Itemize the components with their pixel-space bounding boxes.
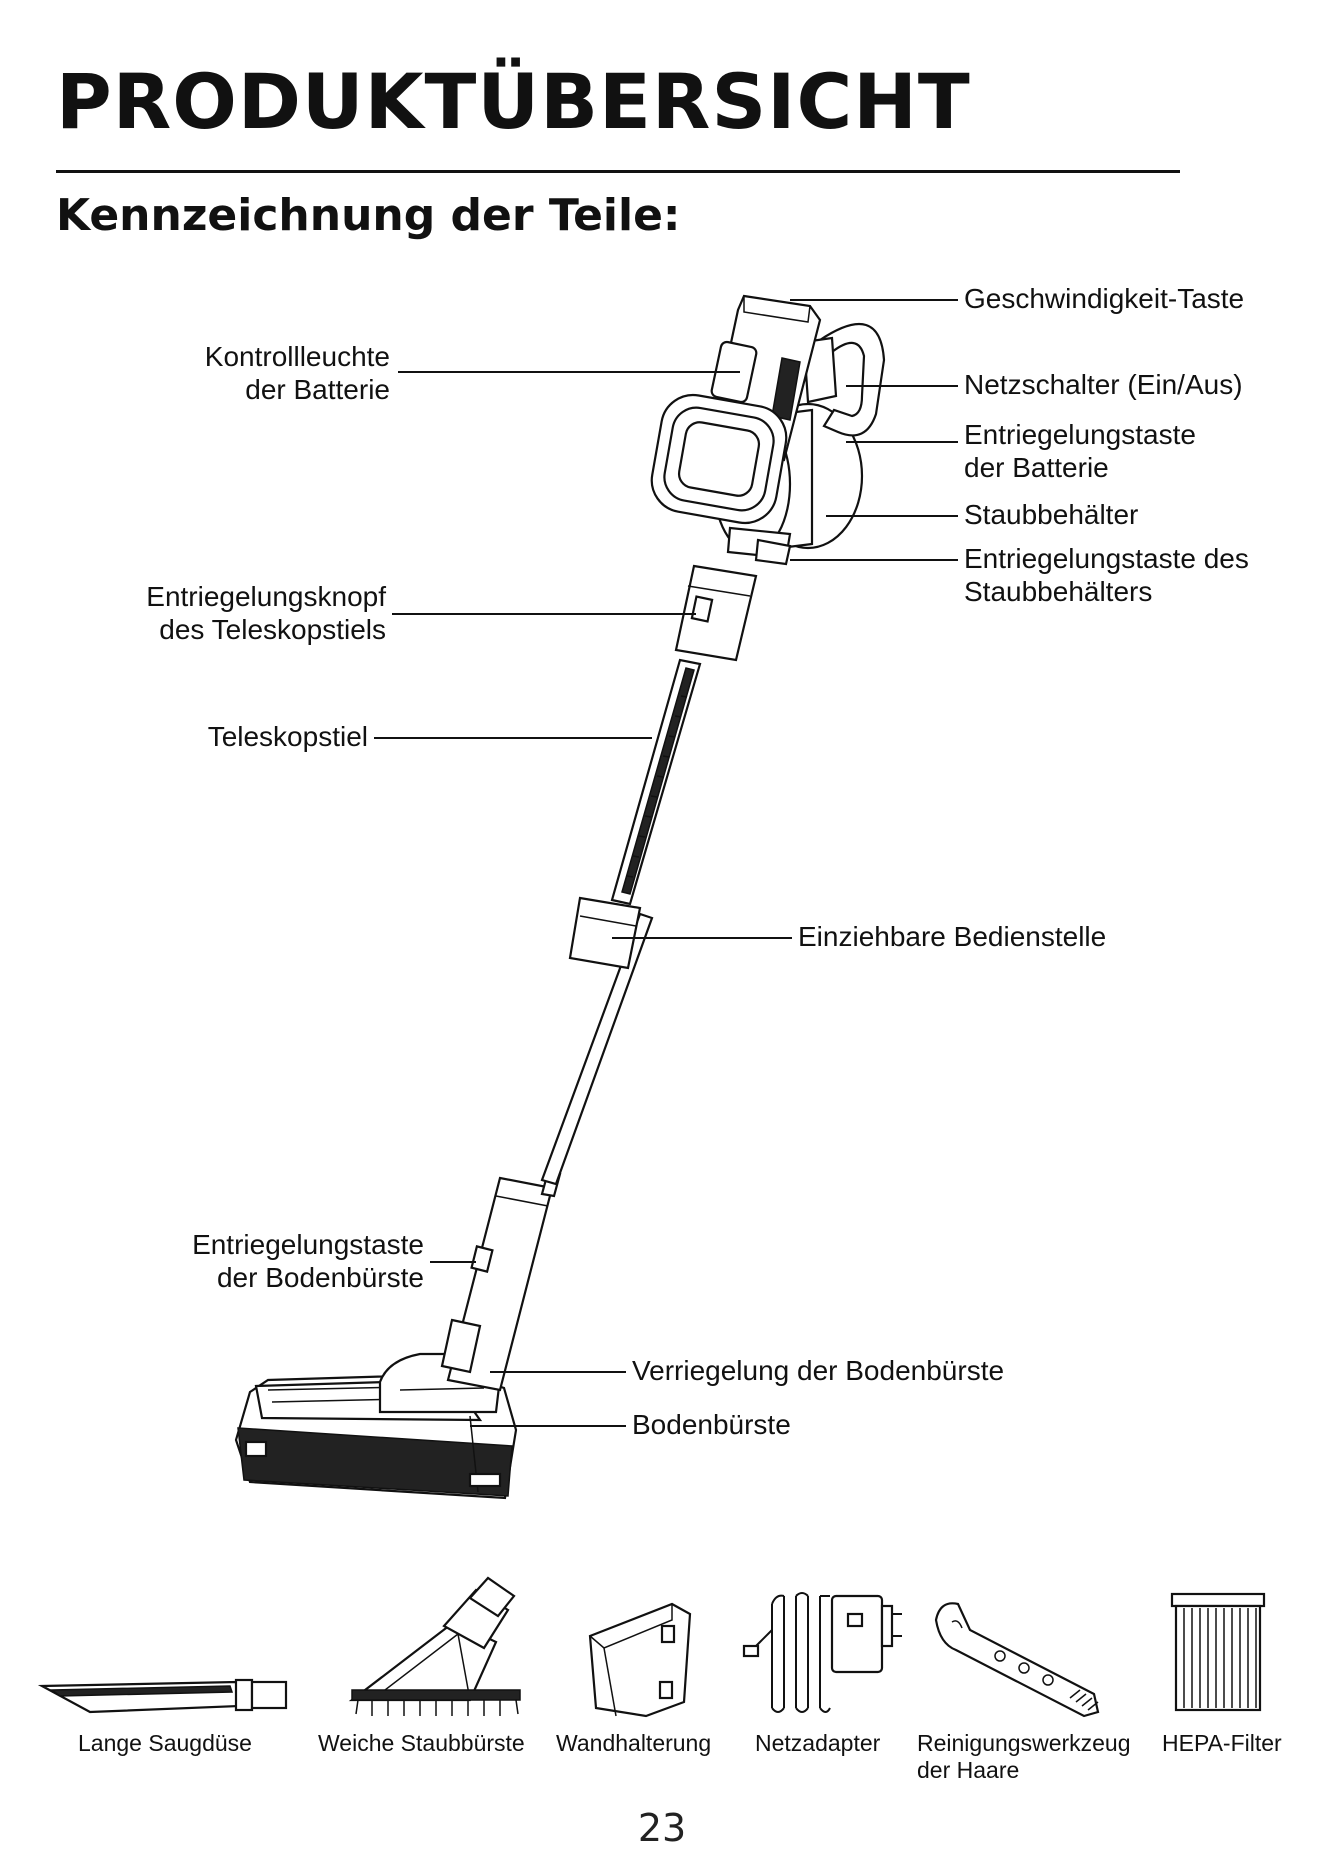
wall-mount-icon (588, 1602, 692, 1718)
caption-line: Lange Saugdüse (78, 1730, 252, 1756)
page-number: 23 (637, 1806, 687, 1850)
caption-line: Reinigungswerkzeug (917, 1730, 1131, 1756)
label-line: der Batterie (245, 374, 390, 405)
accessory-caption-wall-mount: Wandhalterung (556, 1730, 711, 1757)
label-line: der Bodenbürste (216, 1262, 424, 1293)
leader-lines (374, 299, 958, 1427)
hepa-filter-icon (1170, 1592, 1266, 1712)
label-line: Kontrollleuchte (204, 341, 390, 372)
label-line: der Batterie (964, 452, 1109, 483)
label-line: Entriegelungstaste des (964, 543, 1249, 574)
accessory-caption-crevice-tool: Lange Saugdüse (78, 1730, 252, 1757)
label-floor-brush-lock: Verriegelung der Bodenbürste (632, 1355, 1005, 1386)
page-title: PRODUKTÜBERSICHT (56, 57, 971, 146)
label-floor-brush: Bodenbürste (632, 1409, 791, 1440)
hair-cleaning-tool-icon (934, 1602, 1100, 1718)
label-power-switch: Netzschalter (Ein/Aus) (964, 369, 1243, 400)
power-adapter-icon (742, 1592, 902, 1713)
label-line: Staubbehälters (964, 576, 1153, 607)
vacuum-cleaner-illustration (234, 294, 886, 1500)
label-line: Entriegelungstaste (964, 419, 1196, 450)
caption-line: Netzadapter (755, 1730, 881, 1756)
caption-line: der Haare (917, 1757, 1020, 1783)
section-subtitle: Kennzeichnung der Teile: (56, 190, 681, 241)
accessory-caption-hepa-filter: HEPA-Filter (1162, 1730, 1282, 1757)
title-divider (56, 170, 1180, 173)
label-telescopic-release: Entriegelungsknopf des Teleskopstiels (100, 580, 386, 646)
label-speed-button: Geschwindigkeit-Taste (964, 283, 1245, 314)
motor-head-illustration (650, 294, 822, 525)
label-floor-brush-release: Entriegelungstaste der Bodenbürste (140, 1228, 424, 1294)
label-telescopic-pole: Teleskopstiel (207, 721, 368, 752)
lower-tube-illustration (440, 1170, 562, 1392)
pole-illustration (540, 658, 702, 1186)
caption-line: Wandhalterung (556, 1730, 712, 1756)
soft-brush-icon (348, 1576, 521, 1716)
accessory-caption-hair-tool: Reinigungswerkzeug der Haare (917, 1730, 1131, 1784)
handle-coupling-illustration (674, 564, 758, 662)
crevice-tool-icon (37, 1678, 288, 1714)
label-dust-container-release: Entriegelungstaste des Staubbehälters (964, 542, 1249, 608)
label-battery-release: Entriegelungstaste der Batterie (964, 418, 1196, 484)
caption-line: HEPA-Filter (1162, 1730, 1282, 1756)
label-line: Entriegelungstaste (192, 1229, 424, 1260)
accessory-caption-soft-brush: Weiche Staubbürste (318, 1730, 525, 1757)
label-line: des Teleskopstiels (159, 614, 386, 645)
accessory-caption-power-adapter: Netzadapter (755, 1730, 880, 1757)
caption-line: Weiche Staubbürste (318, 1730, 525, 1756)
label-battery-indicator: Kontrollleuchte der Batterie (150, 340, 390, 406)
label-line: Entriegelungsknopf (146, 581, 386, 612)
label-dust-container: Staubbehälter (964, 499, 1139, 530)
label-retractable-control: Einziehbare Bedienstelle (798, 921, 1107, 952)
floor-brush-illustration (234, 1352, 518, 1500)
